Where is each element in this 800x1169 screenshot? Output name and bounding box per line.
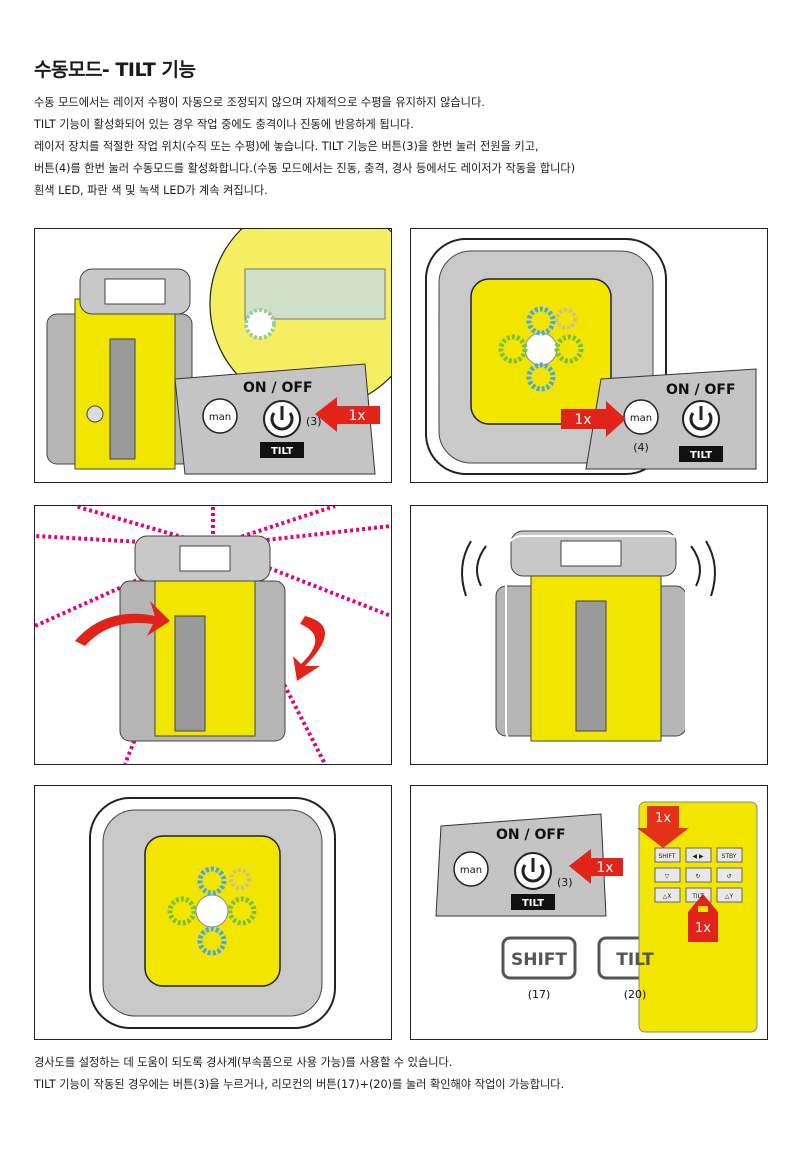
remote-key[interactable]: ↺ (726, 873, 731, 880)
man-button[interactable]: man (460, 865, 482, 876)
vibration-illustration (461, 530, 716, 747)
press-count-shift: 1x (655, 811, 671, 826)
rotation-illustration (35, 506, 391, 764)
tilt-key[interactable]: TILT (616, 950, 654, 970)
remote-key[interactable]: ▽ (665, 873, 670, 880)
press-count-power: 1x (596, 860, 613, 876)
remote-key[interactable]: △X (663, 893, 672, 900)
page-title: 수동모드- TILT 기능 (34, 59, 196, 81)
on-off-label: ON / OFF (496, 827, 566, 843)
remote-key[interactable]: ◀ ▶ (692, 853, 704, 860)
intro-line: TILT 기능이 활성화되어 있는 경우 작업 중에도 충격이나 진동에 반응하… (34, 118, 414, 131)
intro-line: 레이저 장치를 적절한 작업 위치(수직 또는 수평)에 놓습니다. TILT … (34, 140, 539, 153)
panel-led-status (34, 785, 392, 1040)
panel-manual-mode: ON / OFF man TILT (4) 1x (410, 228, 768, 483)
button-ref: (3) (557, 876, 573, 889)
intro-line: 수동 모드에서는 레이저 수평이 자동으로 조정되지 않으며 자체적으로 수평을… (34, 96, 485, 109)
man-button[interactable]: man (209, 412, 231, 423)
led-top-view (89, 797, 336, 1029)
shift-key[interactable]: SHIFT (511, 950, 567, 970)
panel-confirm: ON / OFF man TILT (3) 1x 1x 1x SHIFT TIL… (410, 785, 768, 1040)
tilt-key-ref: (20) (624, 988, 647, 1001)
button-ref: (3) (306, 415, 322, 428)
laser-illustration: ON / OFF man TILT (3) 1x (46, 229, 391, 475)
remote-illustration: ON / OFF man TILT (3) 1x 1x 1x SHIFT TIL… (435, 801, 758, 1033)
press-count: 1x (348, 408, 365, 424)
remote-key[interactable]: ↻ (695, 873, 700, 880)
man-button[interactable]: man (630, 413, 652, 424)
outro-line: 경사도를 설정하는 데 도움이 되도록 경사계(부속품으로 사용 가능)를 사용… (34, 1056, 453, 1069)
remote-key[interactable]: TILT (691, 893, 704, 900)
on-off-label: ON / OFF (243, 380, 313, 396)
press-count: 1x (574, 412, 591, 428)
panel-power-on: ON / OFF man TILT (3) 1x (34, 228, 392, 483)
intro-line: 흰색 LED, 파란 색 및 녹색 LED가 계속 켜집니다. (34, 184, 268, 197)
tilt-label: TILT (690, 450, 712, 461)
intro-text: 수동 모드에서는 레이저 수평이 자동으로 조정되지 않으며 자체적으로 수평을… (34, 92, 774, 202)
on-off-label: ON / OFF (666, 382, 736, 398)
intro-line: 버튼(4)를 한번 눌러 수동모드를 활성화합니다.(수동 모드에서는 진동, … (34, 162, 576, 175)
tilt-label: TILT (271, 446, 293, 457)
remote-key[interactable]: SHIFT (658, 853, 675, 860)
panel-vibration (410, 505, 768, 765)
panel-rotation (34, 505, 392, 765)
outro-line: TILT 기능이 작동된 경우에는 버튼(3)을 누르거나, 리모컨의 버튼(1… (34, 1078, 565, 1091)
remote-key[interactable]: STBY (722, 853, 737, 860)
button-ref: (4) (633, 441, 649, 454)
outro-text: 경사도를 설정하는 데 도움이 되도록 경사계(부속품으로 사용 가능)를 사용… (34, 1052, 564, 1096)
remote-key[interactable]: △Y (725, 893, 734, 900)
shift-key-ref: (17) (528, 988, 551, 1001)
top-view-illustration: ON / OFF man TILT (4) 1x (425, 238, 757, 475)
tilt-label: TILT (522, 898, 544, 909)
press-count-tilt: 1x (695, 921, 711, 936)
